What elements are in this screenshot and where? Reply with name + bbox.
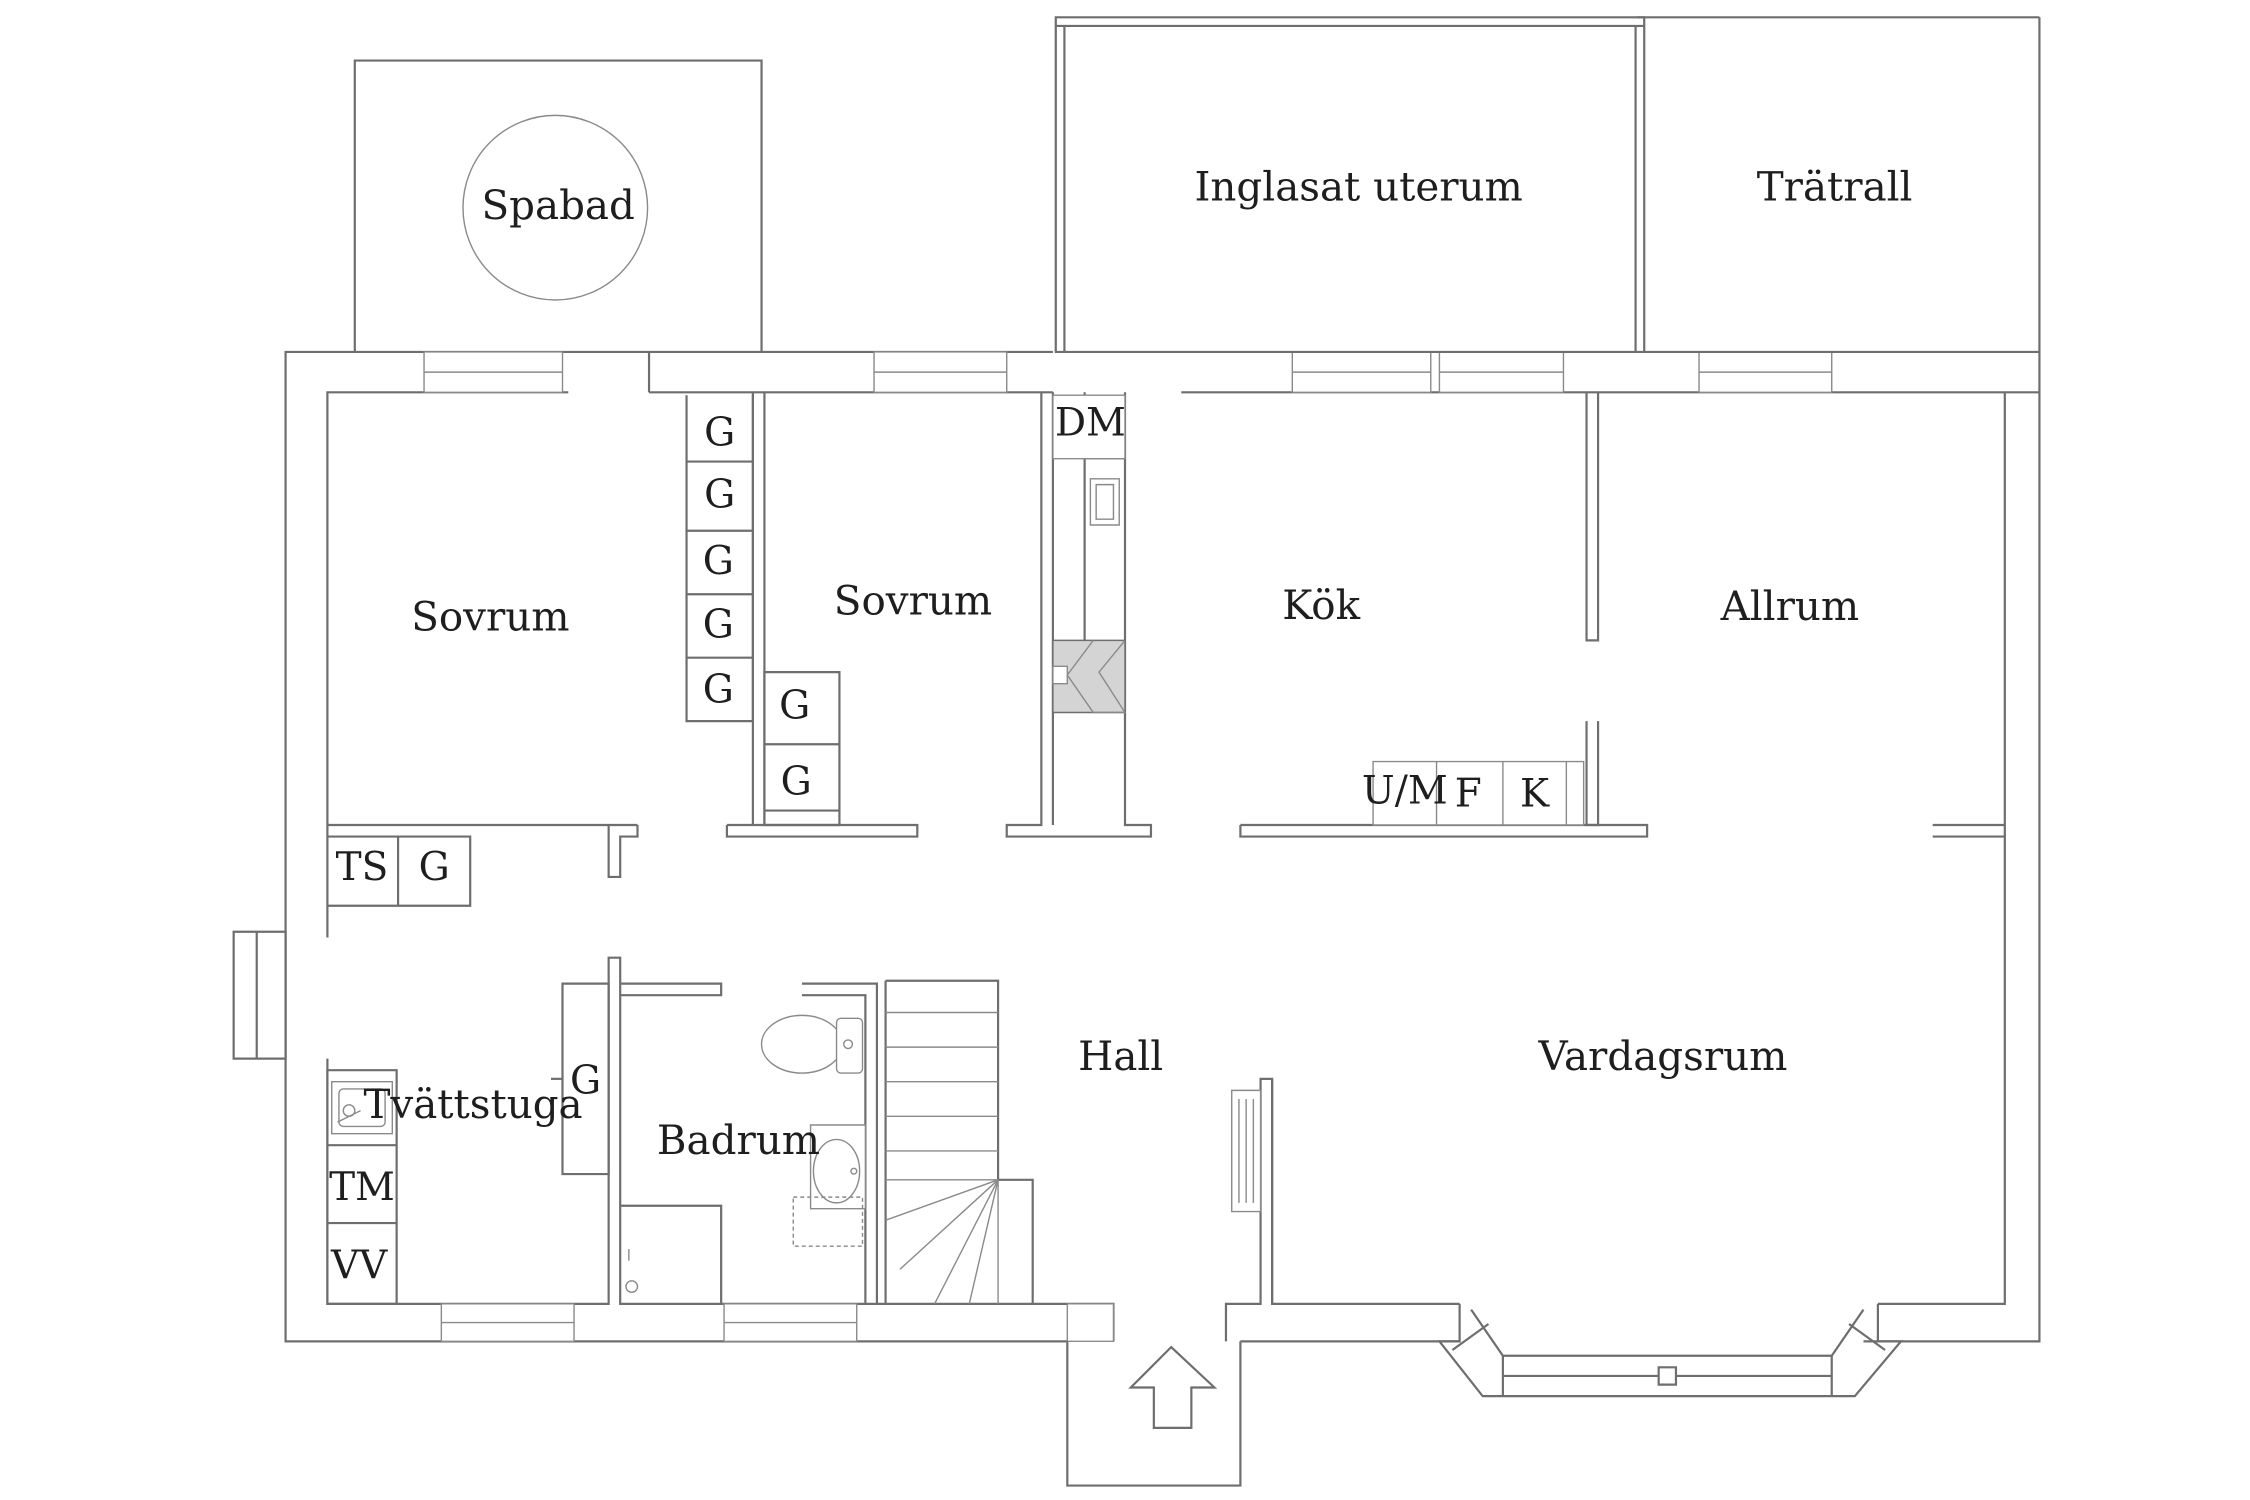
room-labels: Spabad Inglasat uterum Trätrall Sovrum S…	[364, 163, 1913, 1163]
room-label-spabad: Spabad	[482, 182, 635, 229]
oven-microwave-label: U/M	[1362, 768, 1448, 813]
room-label-kok: Kök	[1282, 582, 1360, 629]
sunroom	[1056, 17, 1644, 352]
wardrobe-label-6: G	[779, 683, 810, 728]
laundry-sink-icon	[332, 1082, 393, 1134]
wardrobe-label-4: G	[703, 603, 734, 648]
spa-area	[355, 61, 762, 352]
room-label-vardagsrum: Vardagsrum	[1538, 1033, 1788, 1080]
inner-walls	[327, 352, 2039, 1341]
fixture-labels: G G G G G G G G G DM U/M F K TS TM VV	[329, 401, 1550, 1288]
room-label-tvattstuga: Tvättstuga	[364, 1081, 583, 1128]
radiator-icon	[1232, 1090, 1261, 1211]
room-label-allrum: Allrum	[1720, 583, 1860, 630]
entrance	[1067, 1341, 1240, 1485]
wardrobe-label-1: G	[704, 411, 735, 456]
bay-window	[1439, 1304, 1901, 1396]
shower-icon	[626, 1249, 638, 1292]
room-label-sovrum-1: Sovrum	[411, 593, 569, 640]
outer-walls	[234, 17, 2040, 1341]
toilet-icon	[762, 1015, 863, 1073]
dryer-label: TS	[336, 845, 389, 890]
windows	[424, 352, 1832, 1341]
room-label-hall: Hall	[1078, 1033, 1163, 1080]
wardrobe-label-3: G	[703, 539, 734, 584]
freezer-label: F	[1455, 771, 1482, 816]
fridge-label: K	[1520, 771, 1550, 816]
wardrobe-label-7: G	[781, 760, 812, 805]
dryer-tm-label: TM	[329, 1165, 395, 1210]
wardrobe-label-8: G	[419, 845, 450, 890]
dishwasher-label: DM	[1055, 401, 1126, 446]
wardrobe-label-2: G	[704, 473, 735, 518]
room-label-tratrall: Trätrall	[1757, 163, 1913, 210]
bathroom-sink-icon	[793, 1125, 865, 1246]
stairs	[886, 1013, 999, 1304]
wardrobe-label-9: G	[570, 1058, 601, 1103]
room-label-sovrum-2: Sovrum	[834, 577, 992, 624]
kitchen-fixtures	[1053, 395, 1584, 825]
room-label-uterum: Inglasat uterum	[1194, 163, 1522, 210]
wardrobe-label-5: G	[703, 667, 734, 712]
water-heater-label: VV	[330, 1243, 388, 1288]
room-label-badrum: Badrum	[657, 1117, 820, 1164]
